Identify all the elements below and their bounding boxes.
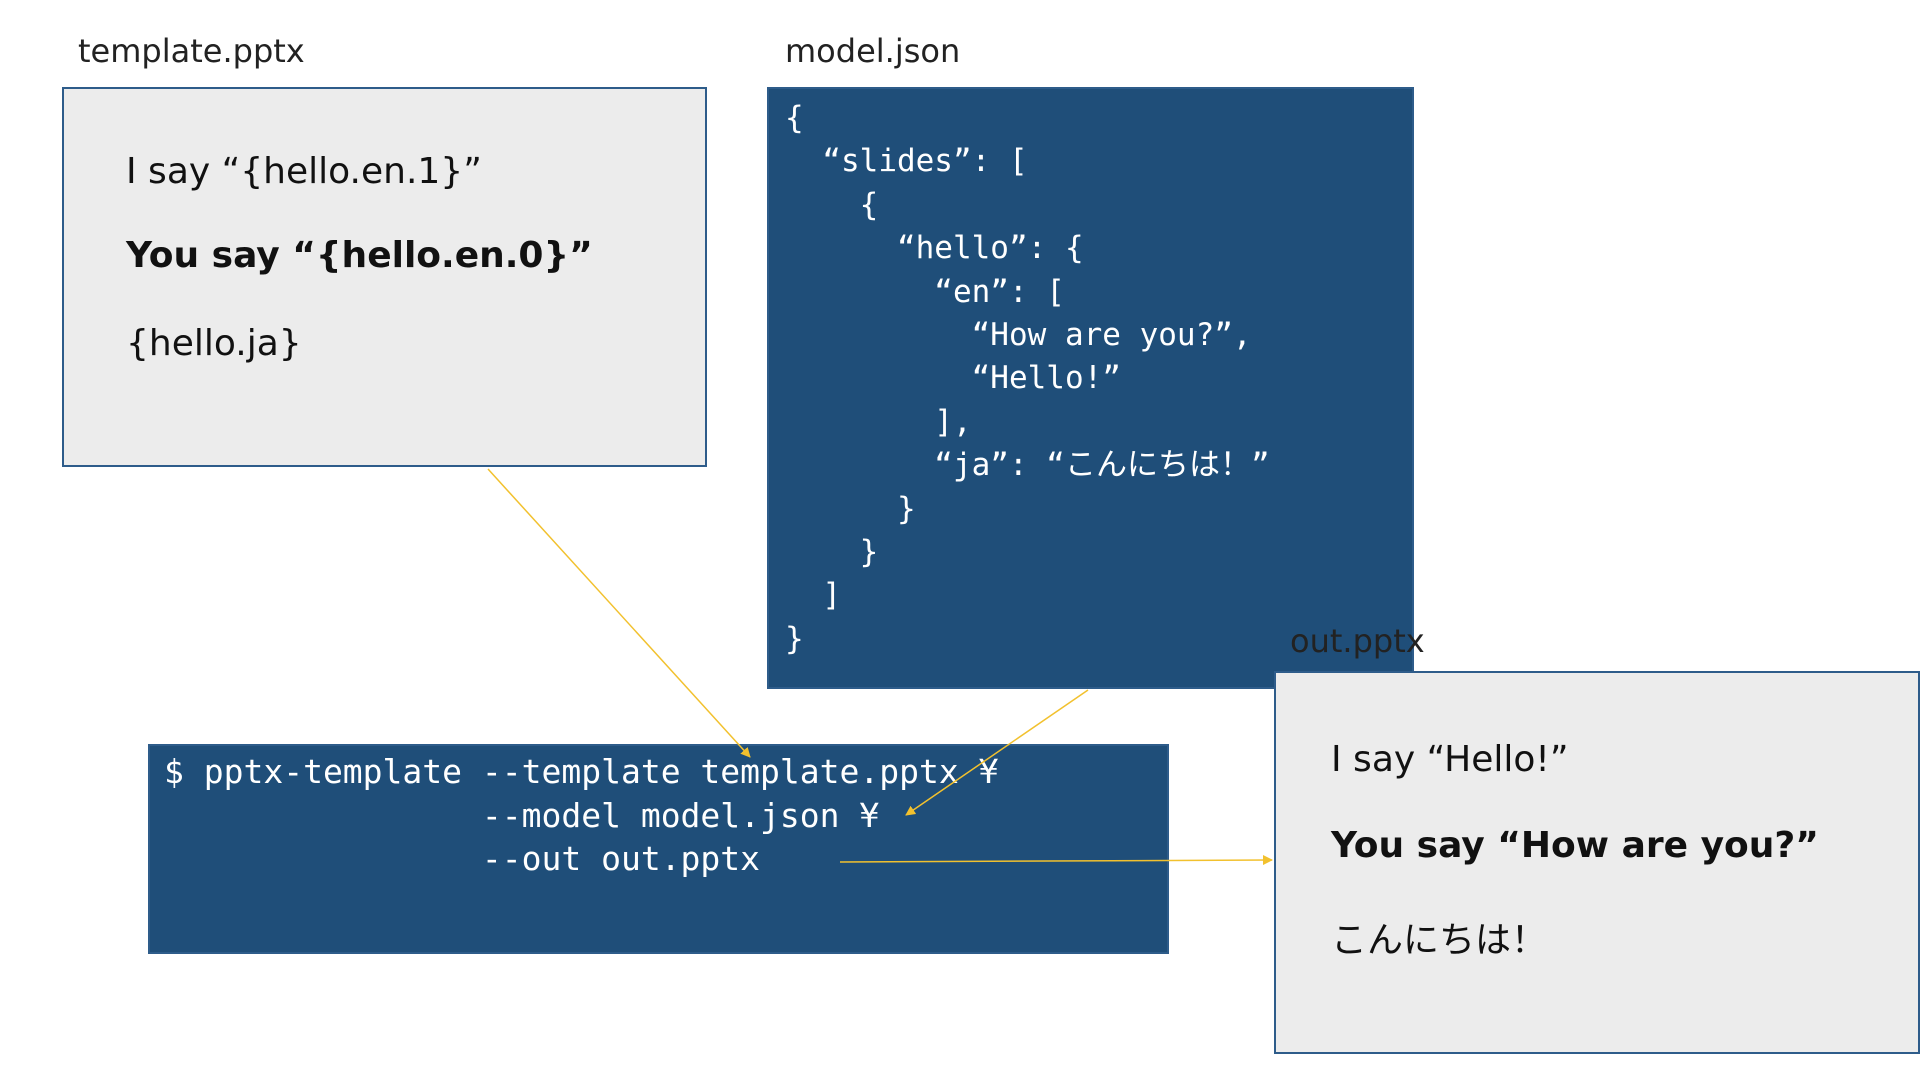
template-line-2: You say “{hello.en.0}” [126, 235, 593, 276]
template-slide: I say “{hello.en.1}” You say “{hello.en.… [62, 87, 707, 467]
model-filename: model.json [785, 32, 961, 70]
output-filename: out.pptx [1290, 622, 1425, 660]
output-slide: I say “Hello!” You say “How are you?” こん… [1274, 671, 1920, 1054]
template-filename: template.pptx [78, 32, 305, 70]
command-code: $ pptx-template --template template.pptx… [164, 752, 999, 878]
template-line-1: I say “{hello.en.1}” [126, 151, 482, 192]
output-line-1: I say “Hello!” [1331, 739, 1569, 780]
output-line-2: You say “How are you?” [1331, 825, 1819, 866]
template-line-3: {hello.ja} [126, 323, 302, 364]
output-line-3: こんにちは！ [1331, 920, 1548, 961]
model-json-code: { “slides”: [ { “hello”: { “en”: [ “How … [785, 100, 1270, 657]
model-json-panel: { “slides”: [ { “hello”: { “en”: [ “How … [767, 87, 1414, 689]
command-panel: $ pptx-template --template template.pptx… [148, 744, 1169, 954]
template-to-command-arrow [487, 468, 751, 758]
